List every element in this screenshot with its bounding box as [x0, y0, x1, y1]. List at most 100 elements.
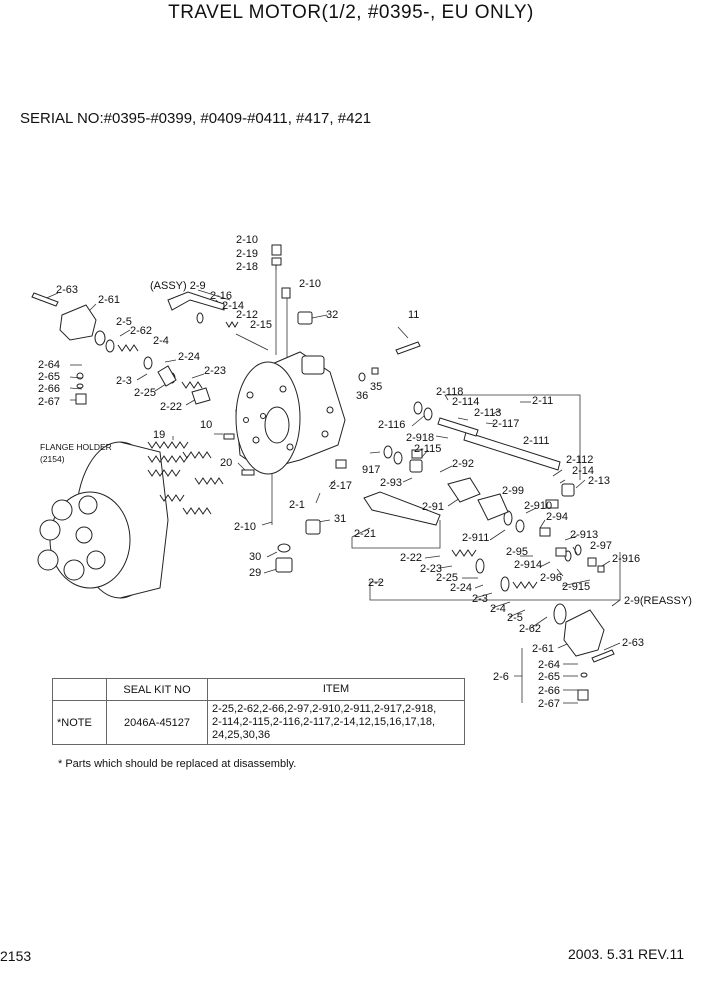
- part-label: 2-24: [450, 582, 472, 594]
- part-label: 2-17: [330, 480, 352, 492]
- part-label: 2-3: [472, 593, 488, 605]
- table-header: SEAL KIT NO: [106, 678, 208, 701]
- part-label: 2-910: [524, 500, 552, 512]
- part-label: 2-918: [406, 432, 434, 444]
- part-label: 2-64: [38, 359, 60, 371]
- part-label: 2-67: [38, 396, 60, 408]
- part-label: 36: [356, 390, 368, 402]
- part-label: 2-112: [566, 454, 593, 466]
- part-label: 2-14: [222, 300, 244, 312]
- part-label: 2-65: [538, 671, 560, 683]
- items-line: 24,25,30,36: [212, 729, 271, 741]
- part-label: 2-9(REASSY): [624, 595, 692, 607]
- part-label: 2-5: [507, 612, 523, 624]
- part-label: 2-111: [523, 435, 550, 447]
- part-label: 2-18: [236, 261, 258, 273]
- part-label: 2-117: [492, 418, 519, 430]
- part-label: 2-25: [436, 572, 458, 584]
- part-label: 2-93: [380, 477, 402, 489]
- part-label: 2-4: [153, 335, 169, 347]
- part-label: 2-913: [570, 529, 598, 541]
- part-label: 2-115: [414, 443, 441, 455]
- seal-kit-table: SEAL KIT NO ITEM *NOTE 2046A-45127 2-25,…: [52, 678, 465, 745]
- part-label: 2-63: [56, 284, 78, 296]
- part-label: 31: [334, 513, 346, 525]
- part-label: 2-62: [130, 325, 152, 337]
- flange-holder: [37, 441, 169, 599]
- part-label: 2-914: [514, 559, 542, 571]
- part-label: 2-22: [160, 401, 182, 413]
- part-label: 2-91: [422, 501, 444, 513]
- leader-lines: [41, 262, 621, 704]
- part-label: 2-22: [400, 552, 422, 564]
- part-label: 2-113: [474, 407, 501, 419]
- part-label: 2-4: [490, 603, 506, 615]
- note-cell: *NOTE: [52, 700, 107, 745]
- part-label: 2-16: [210, 290, 232, 302]
- table-header-row: SEAL KIT NO ITEM: [52, 678, 465, 701]
- table-header: ITEM: [207, 678, 465, 701]
- kit-no-cell: 2046A-45127: [106, 700, 208, 745]
- part-label: 2-10: [234, 521, 256, 533]
- part-label: 2-10: [236, 234, 258, 246]
- part-label: 2-61: [532, 643, 554, 655]
- part-label: 2-3: [116, 375, 132, 387]
- part-label: 2-97: [590, 540, 612, 552]
- small-parts: [31, 244, 615, 701]
- part-label: 2-24: [178, 351, 200, 363]
- part-label: 2-96: [540, 572, 562, 584]
- part-label: 2-13: [588, 475, 610, 487]
- table-header: [52, 678, 107, 701]
- part-label: 2-66: [538, 685, 560, 697]
- items-line: 2-25,2-62,2-66,2-97,2-910,2-911,2-917,2-…: [212, 703, 437, 715]
- part-label: 2-19: [236, 248, 258, 260]
- part-label: 19: [153, 429, 165, 441]
- part-label: 20: [220, 457, 232, 469]
- part-label: 2-21: [354, 528, 376, 540]
- part-label: 2-10: [299, 278, 321, 290]
- part-label: 30: [249, 551, 261, 563]
- part-label: 2-14: [572, 465, 594, 477]
- flange-holder-code: (2154): [40, 454, 65, 464]
- springs: [117, 321, 538, 589]
- part-label: 2-2: [368, 577, 384, 589]
- part-label: 2-116: [378, 419, 405, 431]
- page-title: TRAVEL MOTOR(1/2, #0395-, EU ONLY): [168, 2, 534, 23]
- part-label: 2-64: [538, 659, 560, 671]
- serial-numbers: SERIAL NO:#0395-#0399, #0409-#0411, #417…: [20, 110, 372, 127]
- part-label: 2-12: [236, 309, 258, 321]
- part-label: 2-65: [38, 371, 60, 383]
- part-label: 2-15: [250, 319, 272, 331]
- part-label: 2-61: [98, 294, 120, 306]
- items-line: 2-114,2-115,2-116,2-117,2-14,12,15,16,17…: [212, 716, 436, 728]
- part-label: 2-99: [502, 485, 524, 497]
- part-label: 2-62: [519, 623, 541, 635]
- part-label: 2-11: [532, 395, 553, 407]
- part-label: 2-92: [452, 458, 474, 470]
- part-label: 2-118: [436, 386, 463, 398]
- flange-holder-label: FLANGE HOLDER: [40, 442, 112, 452]
- part-label: 2-911: [462, 532, 489, 544]
- part-label: 2-66: [38, 383, 60, 395]
- part-label: 2-5: [116, 316, 132, 328]
- part-label: 29: [249, 567, 261, 579]
- items-cell: 2-25,2-62,2-66,2-97,2-910,2-911,2-917,2-…: [207, 700, 465, 745]
- part-label: 2-67: [538, 698, 560, 710]
- part-label: (ASSY) 2-9: [150, 280, 206, 292]
- page-number: 2153: [0, 948, 32, 964]
- part-label: 35: [370, 381, 382, 393]
- revision-date: 2003. 5.31 REV.11: [568, 946, 684, 962]
- part-label: 10: [200, 419, 212, 431]
- part-label: 2-94: [546, 511, 568, 523]
- motor-body: [235, 351, 346, 475]
- footnote: * Parts which should be replaced at disa…: [58, 758, 297, 770]
- part-label: 2-23: [420, 563, 442, 575]
- part-label: 2-63: [622, 637, 644, 649]
- part-label: 917: [362, 464, 380, 476]
- part-label: 2-1: [289, 499, 305, 511]
- part-label: 2-915: [562, 581, 590, 593]
- part-label: 2-23: [204, 365, 226, 377]
- part-label: 2-916: [612, 553, 640, 565]
- part-label: 2-114: [452, 396, 479, 408]
